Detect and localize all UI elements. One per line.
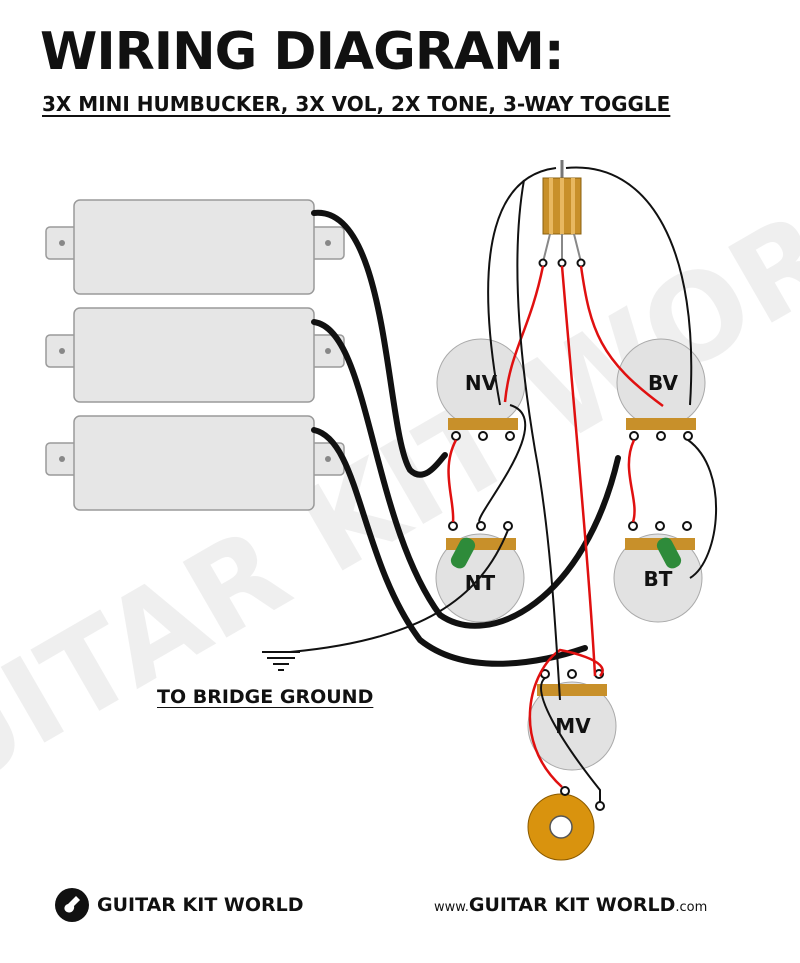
toggle-switch [538, 160, 586, 268]
pot-master-volume: MV [527, 669, 617, 771]
diagram-subtitle: 3X MINI HUMBUCKER, 3X VOL, 2X TONE, 3-WA… [42, 92, 671, 116]
pot-label-bt: BT [644, 567, 673, 591]
pot-neck-volume: NV [436, 338, 526, 441]
pot-label-mv: MV [555, 714, 591, 738]
pickup-neck [45, 199, 345, 295]
website-main: GUITAR KIT WORLD [468, 894, 676, 916]
pot-label-bv: BV [648, 371, 678, 395]
bridge-ground-label: TO BRIDGE GROUND [157, 686, 374, 708]
ground-symbol-icon [262, 651, 300, 671]
pot-label-nt: NT [465, 571, 496, 595]
brand-name: GUITAR KIT WORLD [97, 894, 304, 916]
website-prefix: www. [434, 900, 469, 915]
brand-logo-block: GUITAR KIT WORLD [55, 888, 304, 922]
website-suffix: .com [675, 900, 708, 915]
pot-bridge-tone: BT [613, 521, 703, 623]
pickup-middle [45, 307, 345, 403]
capacitor-bridge [656, 537, 682, 569]
capacitor-neck [450, 537, 476, 569]
pickup-bridge [45, 415, 345, 511]
ground-wires [289, 166, 717, 802]
output-jack [527, 786, 605, 861]
website-url[interactable]: www.GUITAR KIT WORLD.com [434, 894, 707, 916]
diagram-title: WIRING DIAGRAM: [40, 22, 565, 82]
pot-label-nv: NV [465, 371, 498, 395]
guitar-icon [55, 888, 89, 922]
pot-bridge-volume: BV [616, 338, 706, 441]
pickup-cables [311, 209, 621, 667]
